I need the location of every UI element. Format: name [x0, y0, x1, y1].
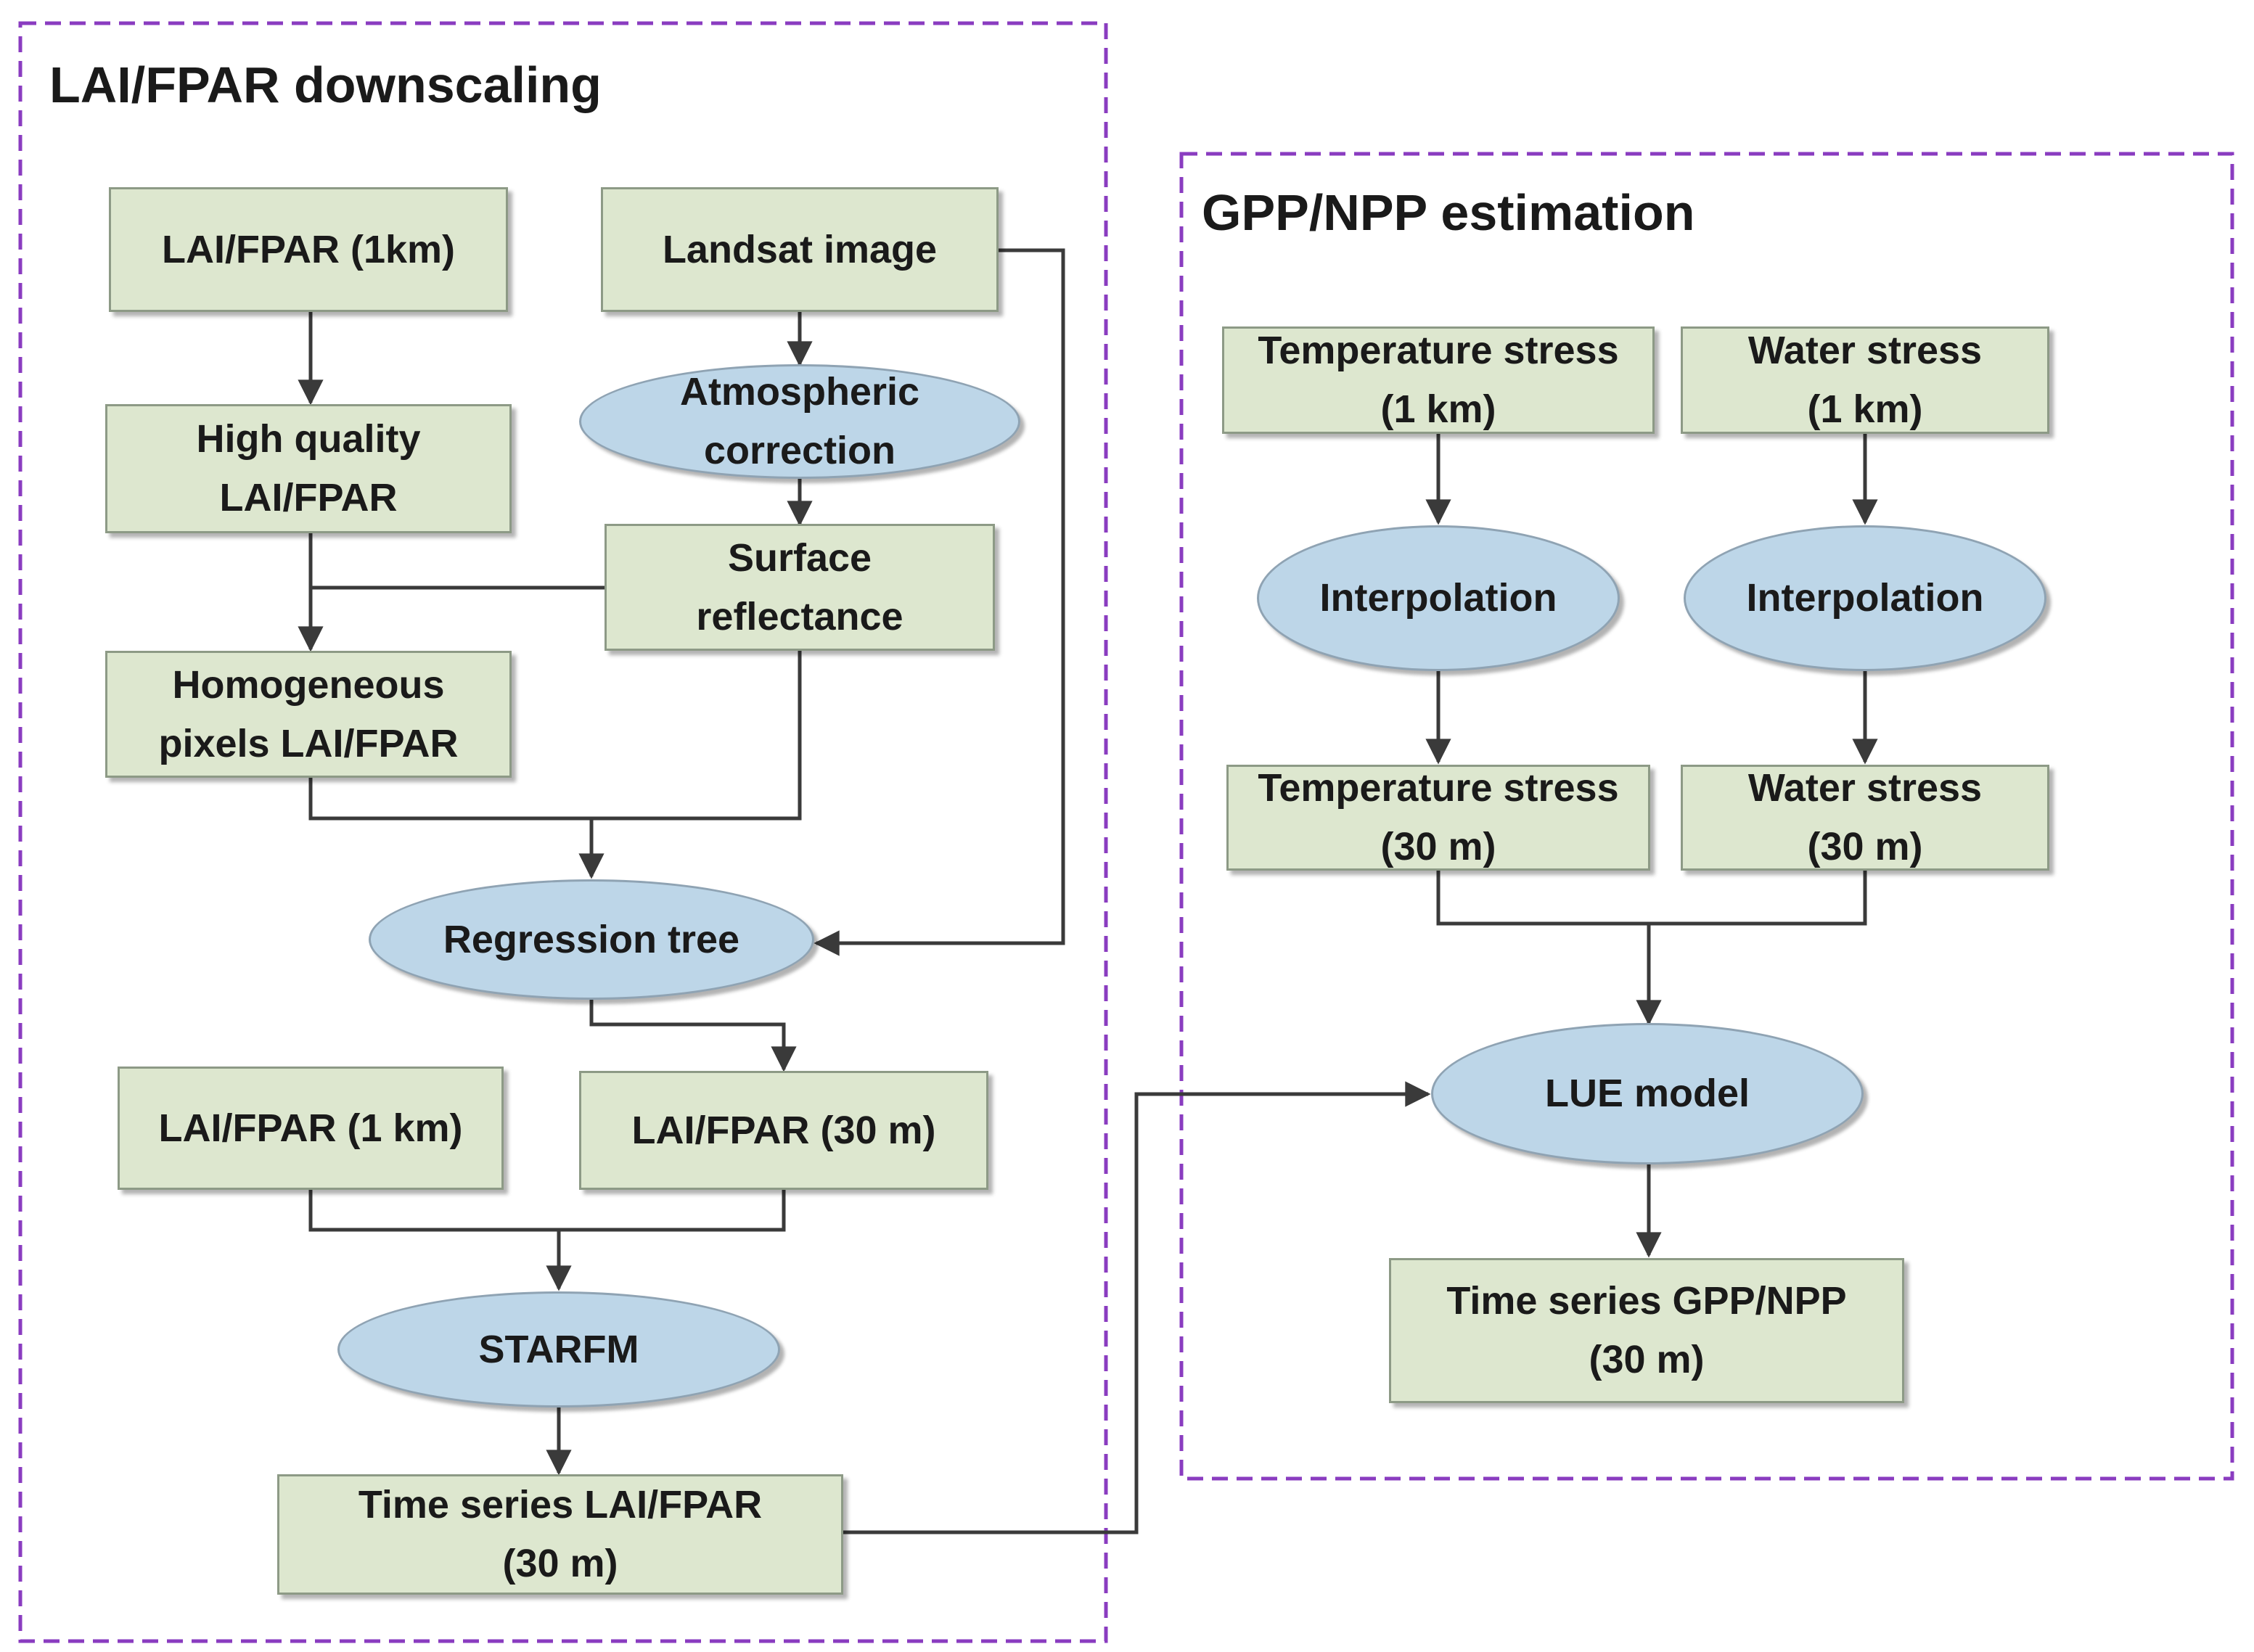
homogeneous-pixels-box: Homogeneous pixels LAI/FPAR	[105, 651, 512, 778]
time-series-lai-fpar-box: Time series LAI/FPAR (30 m)	[277, 1474, 843, 1595]
connector-lai-to-starfm-merge	[308, 1190, 786, 1232]
downscaling-panel-title: LAI/FPAR downscaling	[49, 57, 602, 113]
lue-model-oval: LUE model	[1431, 1023, 1864, 1164]
atmospheric-correction-oval: Atmospheric correction	[579, 364, 1020, 479]
interpolation-temperature-oval: Interpolation	[1257, 525, 1620, 671]
lai-fpar-1km-bottom-box: LAI/FPAR (1 km)	[118, 1067, 504, 1190]
temperature-stress-30m-box: Temperature stress (30 m)	[1226, 765, 1650, 871]
downscaling-panel-border	[18, 21, 1108, 1643]
surface-reflectance-box: Surface reflectance	[605, 524, 995, 651]
connector-regression-to-lai30m	[589, 1000, 797, 1072]
water-stress-1km-box: Water stress (1 km)	[1681, 326, 2049, 434]
starfm-oval: STARFM	[337, 1291, 780, 1408]
temperature-stress-1km-box: Temperature stress (1 km)	[1222, 326, 1655, 434]
connector-landsat-to-regression	[814, 248, 1065, 956]
lai-fpar-30m-box: LAI/FPAR (30 m)	[579, 1071, 988, 1190]
water-stress-30m-box: Water stress (30 m)	[1681, 765, 2049, 871]
high-quality-lai-fpar-box: High quality LAI/FPAR	[105, 404, 512, 533]
regression-tree-oval: Regression tree	[369, 879, 814, 1000]
estimation-panel-title: GPP/NPP estimation	[1202, 184, 1695, 241]
connector-homogeneous-merge	[308, 651, 802, 821]
landsat-image-box: Landsat image	[601, 187, 999, 312]
interpolation-water-oval: Interpolation	[1684, 525, 2046, 671]
estimation-panel-border	[1179, 152, 2234, 1481]
connector-timeseries-to-lue	[843, 1081, 1431, 1534]
time-series-gpp-npp-box: Time series GPP/NPP (30 m)	[1389, 1258, 1904, 1403]
connector-stress-merge	[1436, 871, 1867, 926]
lai-fpar-1km-top-box: LAI/FPAR (1km)	[109, 187, 508, 312]
